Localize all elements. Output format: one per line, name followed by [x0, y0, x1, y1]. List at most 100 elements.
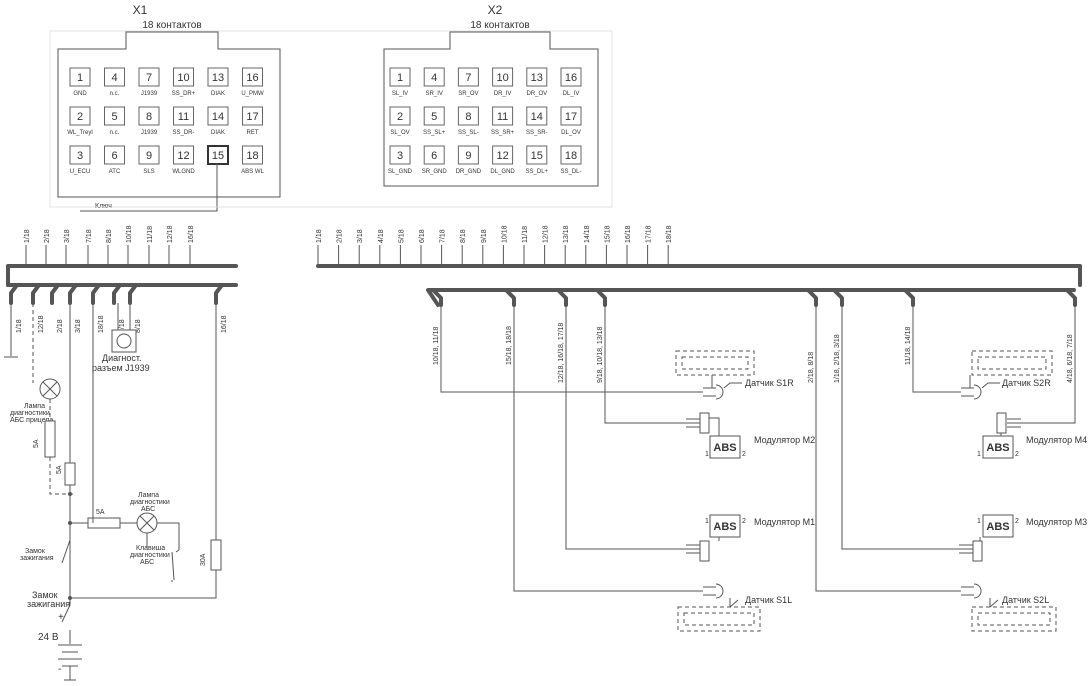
x1-pin-3-box — [69, 145, 91, 165]
x2-pin-6-box — [423, 145, 445, 165]
x2-pin-5-box — [423, 106, 445, 126]
x2-pin-9-box — [457, 145, 479, 165]
bus1-drop-branch — [128, 283, 138, 305]
wire-m3 — [841, 305, 959, 550]
x1-pin-12-number: 12 — [177, 150, 189, 162]
x2-pin-15-signal: SS_DL+ — [526, 169, 549, 175]
x2-pin-12-box — [492, 145, 514, 165]
bus1-drop-label: 12/18 — [38, 315, 45, 333]
bus2-drop-branch — [832, 288, 844, 307]
x2-pin-9-number: 9 — [465, 150, 471, 162]
x1-pin-12-box — [173, 145, 194, 165]
bus1-drop-label: 18/18 — [98, 315, 105, 333]
connector-x2-title: X2 — [488, 3, 503, 17]
modulator-m4-label: Модулятор M4 — [1026, 435, 1087, 445]
power-circuit: Лампа диагностики АБС прицепа 5A 5A 5A Л… — [4, 303, 222, 681]
modulator-m1-plug — [686, 544, 700, 554]
sensor-s1l-plug — [703, 583, 724, 599]
x2-pin-10-signal: DR_IV — [494, 91, 512, 97]
x1-pin-7-number: 7 — [146, 72, 152, 84]
bus2-top-label: 4/18 — [378, 229, 385, 243]
bus1-top-label: 3/18 — [64, 229, 71, 243]
x1-pin-5-box — [104, 106, 125, 126]
x1-pin-17-number: 17 — [246, 111, 258, 123]
x2-pin-11-box — [492, 106, 514, 126]
x1-pin-6-signal: ATC — [109, 169, 121, 175]
ignition-small-label-2: зажигания — [20, 555, 54, 562]
x1-pin-13-number: 13 — [212, 72, 224, 84]
bus2-top-label: 9/18 — [481, 229, 488, 243]
x2-pin-18-signal: SS_DL- — [560, 169, 581, 175]
modulator-m1-pin2: 2 — [742, 518, 746, 525]
x1-pin-10-box — [173, 67, 194, 87]
right-wiring — [440, 305, 1076, 592]
fuse-mid — [64, 462, 76, 486]
bus1-top-label: 11/18 — [147, 226, 154, 243]
x1-pin-8-number: 8 — [146, 111, 152, 123]
battery-symbol — [58, 644, 82, 681]
trailer-lamp-cross — [42, 381, 58, 397]
x1-pin-1-box — [69, 67, 91, 87]
modulator-m2-pin2: 2 — [742, 451, 746, 458]
bus1-top-label: 1/18 — [24, 229, 31, 243]
ignition-main-label-1: Замок — [32, 590, 58, 600]
x2-pin-11-number: 11 — [497, 111, 508, 123]
sensor-s1r-leader — [723, 382, 742, 389]
x2-pin-14-box — [526, 106, 548, 126]
abs-button-label-2: диагностики — [130, 552, 170, 559]
bus1-drop-label: 3/18 — [75, 319, 82, 333]
ignition-switch-main — [61, 598, 71, 644]
x1-pin-9-box — [138, 145, 160, 165]
trailer-lamp-label-3: АБС прицепа — [10, 417, 53, 424]
bus2-drop-branch — [806, 288, 818, 307]
modulator-m1: ABS 1 2 Модулятор M1 — [686, 514, 815, 562]
connector-x1-housing — [57, 31, 281, 198]
x2-pin-2-number: 2 — [397, 111, 403, 123]
abs-button-label-3: АБС — [140, 559, 154, 566]
sensor-s2r-ring — [977, 356, 1047, 370]
modulator-m3-pin2: 2 — [1015, 518, 1019, 525]
x1-pin-5-signal: n.c. — [110, 130, 120, 136]
wire-30a-return — [70, 570, 217, 599]
bus1-top-label: 8/18 — [106, 229, 113, 243]
abs-button-label-1: Клавиша — [136, 545, 165, 552]
bus2-top-label: 8/18 — [460, 229, 467, 243]
x1-pin-4-number: 4 — [111, 72, 117, 84]
x1-pin-17-signal: RET — [247, 130, 259, 136]
x2-pin-16-number: 16 — [565, 72, 577, 84]
wire-m2 — [604, 305, 686, 424]
trailer-lamp-label-2: диагностики — [10, 410, 50, 417]
connector-x2: X2 18 контактов 1SL_IV4SR_IV7SR_OV10DR_I… — [383, 3, 599, 187]
bus2-drop-branch — [431, 288, 443, 307]
x2-pin-18-box — [560, 145, 582, 165]
sensor-s1l-wheel — [677, 606, 761, 632]
x2-pin-17-box — [560, 106, 582, 126]
bus2-top-label: 1/18 — [316, 229, 323, 243]
modulator-m3-body — [982, 514, 1014, 538]
trailer-lamp-wire — [49, 399, 73, 495]
x1-pin-11-signal: SS_DR- — [172, 130, 194, 136]
junction-1 — [68, 492, 72, 496]
sensor-s2r: Датчик S2R — [961, 350, 1053, 400]
x2-pin-7-number: 7 — [465, 72, 471, 84]
bus1-top-label: 12/18 — [167, 225, 174, 243]
bus2-top-label: 18/18 — [666, 225, 673, 243]
wire-s2r — [912, 305, 961, 393]
x2-pin-10-number: 10 — [496, 72, 508, 84]
connector-x1-pins: 1GND4n.c.7J193910SS_DR+13DIAK16U_PMW2WL_… — [67, 67, 264, 175]
bus1-drop-label: 8/18 — [135, 319, 142, 333]
sensor-s2r-wheel — [971, 350, 1053, 376]
x2-pin-3-number: 3 — [397, 150, 403, 162]
x2-pin-18-number: 18 — [565, 150, 577, 162]
diag-connector-label-1: Диагност. — [102, 353, 142, 363]
bus2-drop-label: 4/18, 6/18, 7/18 — [1067, 334, 1074, 383]
x2-pin-3-signal: SL_GND — [388, 169, 413, 175]
x1-pin-11-number: 11 — [178, 111, 189, 123]
x2-pin-1-number: 1 — [397, 72, 403, 84]
x2-pin-14-number: 14 — [531, 111, 543, 123]
diag-connector-icon — [116, 333, 132, 349]
x2-pin-6-signal: SR_GND — [422, 169, 448, 175]
connector-x1-title: X1 — [133, 3, 148, 17]
